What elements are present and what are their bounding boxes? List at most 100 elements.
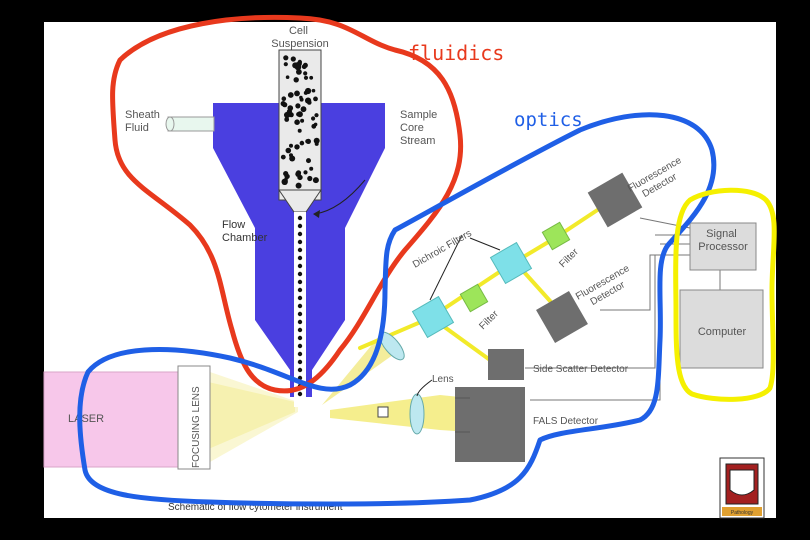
forward-scatter-beam	[330, 395, 470, 432]
cell-particle	[313, 96, 318, 102]
filter-upper-element	[541, 221, 571, 251]
filter-lower-element	[459, 283, 489, 313]
electronics-annotation: electronics	[776, 88, 798, 214]
core-stream	[294, 212, 306, 407]
laser-beam-inner	[210, 372, 298, 462]
cell-particle	[297, 128, 302, 133]
core-stream-arrowhead	[313, 210, 320, 218]
dichroic-filter-1	[411, 295, 455, 339]
cell-particle	[297, 319, 303, 325]
cell-particle	[297, 231, 303, 237]
cell-particle	[299, 95, 303, 100]
cell-particle	[285, 147, 292, 154]
cell-particle	[309, 166, 314, 171]
cell-particle	[284, 117, 290, 122]
focusing-lens-label: FOCUSING LENS	[191, 386, 202, 468]
logo-caption: Pathology	[731, 510, 754, 516]
cell-particle	[297, 367, 303, 373]
cell-particle	[289, 155, 296, 162]
optics-annotation: optics	[514, 109, 583, 131]
cell-particle	[297, 255, 303, 261]
electronics-outline	[673, 187, 777, 402]
signal-processor-box	[689, 222, 757, 271]
cell-particle	[297, 247, 303, 253]
cell-particle	[283, 55, 289, 61]
obscuration-bar	[377, 406, 389, 418]
cell-particle	[283, 62, 288, 67]
cell-particle	[295, 103, 301, 109]
cell-particle	[297, 303, 303, 309]
laser-source	[43, 371, 179, 468]
cell-particle	[295, 171, 301, 177]
collection-lens-forward	[409, 393, 425, 435]
cell-particle	[287, 105, 294, 111]
cell-particle	[311, 116, 316, 121]
dichroic-filter-2	[489, 241, 533, 285]
laser-label: LASER	[68, 413, 104, 425]
optics-outline	[77, 112, 717, 507]
fluorescence-detector-upper-box	[587, 172, 643, 228]
cell-particle	[297, 287, 303, 293]
cell-particle	[300, 118, 305, 123]
side-scatter-detector-box	[488, 349, 524, 380]
dichroic-arrow-1	[429, 234, 463, 301]
cell-particle	[295, 182, 302, 189]
cell-particle	[297, 295, 303, 301]
cell-particle	[281, 96, 287, 101]
cell-particle	[294, 61, 302, 69]
cell-particle	[289, 143, 293, 148]
cell-particle	[306, 158, 311, 164]
cell-particle	[297, 351, 303, 357]
cell-particles	[280, 55, 320, 397]
cell-particle	[313, 137, 320, 144]
fluidics-annotation: fluidics	[408, 41, 504, 65]
side-scatter-detector-label: Side Scatter Detector	[533, 364, 629, 375]
logo-crest	[729, 469, 755, 496]
schematic-caption: Schematic of flow cytometer instrument	[168, 502, 343, 513]
flow-chamber-label: Flow Chamber	[222, 219, 268, 244]
fals-detector-box	[455, 387, 525, 462]
cell-particle	[296, 112, 301, 117]
sheath-tube-end	[165, 116, 175, 132]
computer-label: Computer	[698, 326, 747, 338]
cell-particle	[305, 139, 310, 144]
cell-particle	[294, 144, 300, 150]
cell-particle	[301, 64, 307, 70]
cell-particle	[312, 177, 319, 184]
signal-processor-label: Signal Processor	[698, 228, 748, 253]
lens-pointer	[416, 379, 433, 397]
cell-particle	[282, 102, 288, 108]
cell-particle	[285, 75, 290, 79]
fluidics-outline	[110, 14, 464, 394]
cell-particle	[297, 239, 303, 245]
logo-caption-band	[722, 507, 762, 516]
cell-particle	[297, 327, 303, 333]
cell-particle	[314, 113, 319, 118]
computer-box	[679, 289, 764, 369]
cell-particle	[314, 141, 319, 146]
cell-particle	[313, 122, 318, 127]
cell-particle	[297, 223, 303, 229]
cell-particle	[309, 75, 314, 80]
cell-particle	[297, 215, 303, 221]
cell-particle	[293, 77, 299, 83]
pathology-logo	[719, 457, 765, 519]
sample-core-stream-label: Sample Core Stream	[400, 109, 440, 147]
cell-particle	[303, 170, 308, 175]
fals-detector-label: FALS Detector	[533, 416, 599, 427]
cell-particle	[311, 88, 316, 93]
sheath-fluid-label: Sheath Fluid	[125, 109, 163, 134]
cell-particle	[287, 92, 294, 98]
cell-particle	[303, 75, 309, 80]
cell-particle	[307, 175, 313, 182]
cell-particle	[305, 97, 312, 104]
cell-particle	[297, 263, 303, 269]
cell-particle	[294, 119, 300, 125]
cell-particle	[305, 87, 312, 95]
cell-particle	[300, 106, 307, 113]
dichroic-filters	[411, 241, 533, 339]
cell-particle	[280, 154, 286, 160]
cell-particle	[294, 90, 300, 97]
cell-particle	[297, 391, 303, 397]
cell-particle	[297, 279, 303, 285]
